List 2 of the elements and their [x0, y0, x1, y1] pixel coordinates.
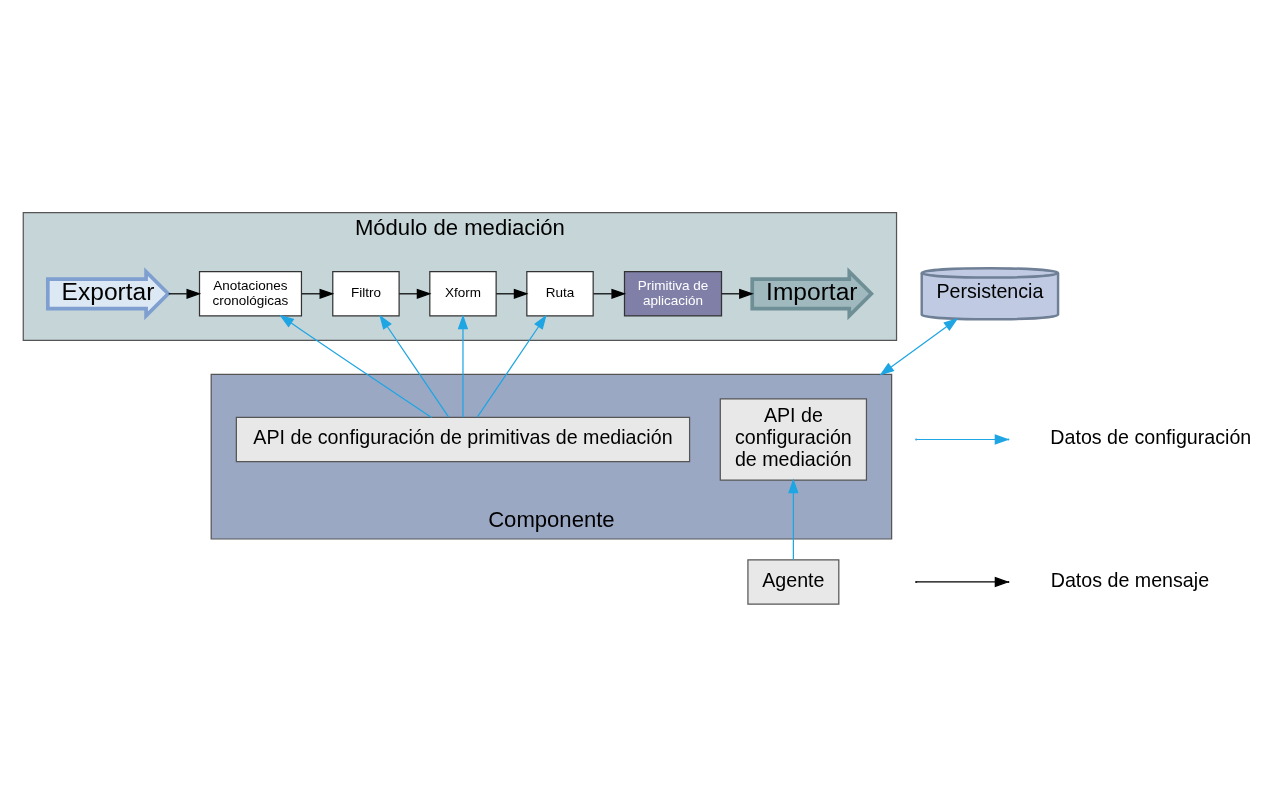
legend-label: Datos de mensaje [1050, 568, 1210, 591]
legend-label: Datos de configuración [1050, 426, 1252, 449]
